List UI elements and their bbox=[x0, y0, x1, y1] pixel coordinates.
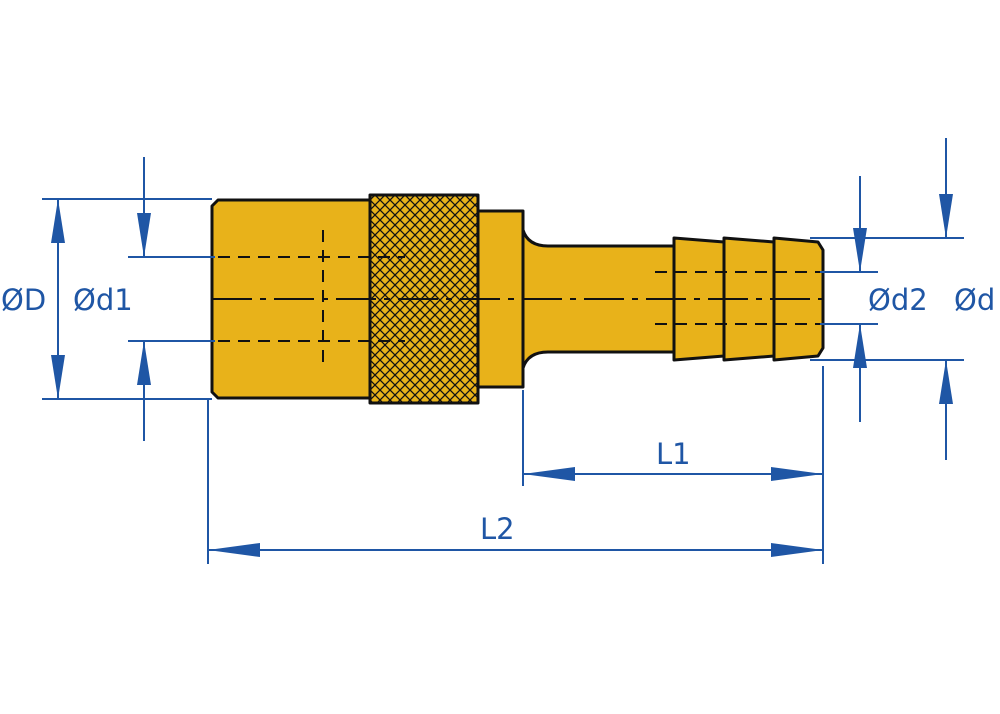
label-inner-diameter-1: Ød1 bbox=[73, 283, 133, 317]
label-hose-diameter: Ød bbox=[954, 283, 995, 317]
label-inner-diameter-2: Ød2 bbox=[868, 283, 928, 317]
label-outer-diameter: ØD bbox=[1, 283, 46, 317]
label-length-1: L1 bbox=[656, 437, 691, 471]
dimension-arrows bbox=[51, 194, 953, 557]
label-length-2: L2 bbox=[480, 512, 515, 546]
